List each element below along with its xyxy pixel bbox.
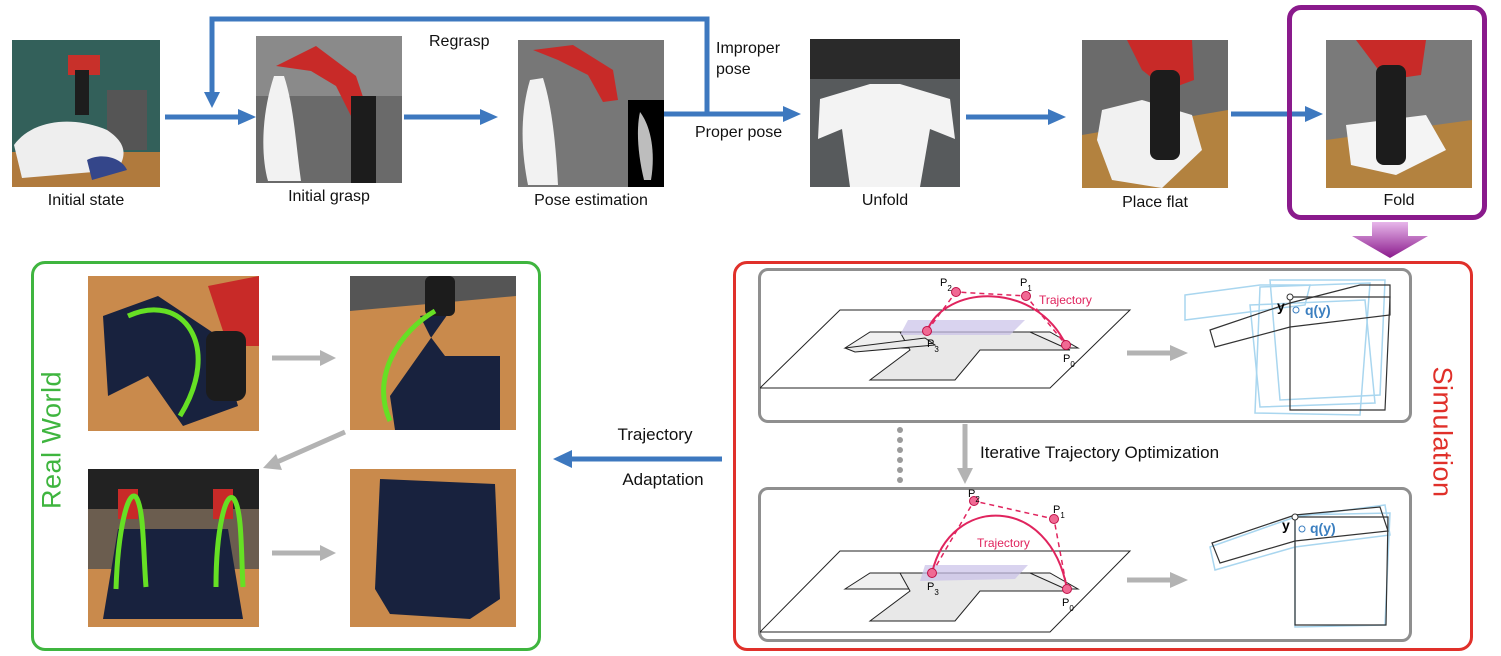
improper-pose-label-2: pose xyxy=(716,61,751,78)
unfold-photo xyxy=(810,39,960,187)
regrasp-label: Regrasp xyxy=(429,33,490,50)
simulation-title: Simulation xyxy=(1427,366,1458,498)
stage-label-initial-state: Initial state xyxy=(47,192,125,209)
stage-label-pose-estimation: Pose estimation xyxy=(534,192,648,209)
improper-pose-label-1: Improper xyxy=(716,40,781,57)
simulation-step-2 xyxy=(758,487,1412,642)
fold-photo xyxy=(1326,40,1472,188)
fold-down-arrow xyxy=(1352,222,1428,258)
real-world-photo-3 xyxy=(88,469,259,627)
real-world-photo-2 xyxy=(350,276,516,430)
stage-label-place-flat: Place flat xyxy=(1122,194,1188,211)
initial-state-photo xyxy=(12,40,160,187)
stage-label-initial-grasp: Initial grasp xyxy=(288,188,370,205)
real-world-title: Real World xyxy=(36,370,67,510)
sim1-q-label: q(y) xyxy=(1305,302,1331,318)
stage-label-fold: Fold xyxy=(1383,192,1415,209)
sim-step-2-scene: P3 P2 P1 P0 Trajectory xyxy=(760,489,1132,633)
simulation-step-1 xyxy=(758,268,1412,423)
iteration-dots xyxy=(897,427,903,483)
sim2-q-label: q(y) xyxy=(1310,520,1336,536)
sim1-p3-label: P3 xyxy=(927,338,939,354)
real-world-photo-4 xyxy=(350,469,516,627)
sim-step-1-scene: P3 P2 P1 P0 Trajectory xyxy=(760,277,1132,389)
sim2-y-label: y xyxy=(1282,517,1290,533)
sim1-p1-label: P1 xyxy=(1020,277,1032,293)
regrasp-loop-arrow xyxy=(209,16,710,112)
fold-highlight-box xyxy=(1287,5,1487,220)
sim1-y-label: y xyxy=(1277,298,1285,314)
real-world-photo-1 xyxy=(88,276,259,431)
adaptation-label-line2: Adaptation xyxy=(622,470,704,489)
sim1-p0-label: P0 xyxy=(1063,353,1075,369)
simulation-panel xyxy=(733,261,1473,651)
stage-label-unfold: Unfold xyxy=(861,192,909,209)
proper-pose-label: Proper pose xyxy=(695,124,783,141)
real-world-panel xyxy=(31,261,541,651)
sim2-trajectory-label: Trajectory xyxy=(977,536,1030,550)
simulation-title-wrap: Simulation xyxy=(1428,366,1470,497)
sim-result-1-shirt: y q(y) xyxy=(1184,279,1391,416)
real-world-title-wrap: Real World xyxy=(32,371,72,509)
adaptation-label-line1: Trajectory xyxy=(617,425,693,444)
sim2-p1-label: P1 xyxy=(1053,504,1065,520)
sim-result-2-shirt: y q(y) xyxy=(1209,504,1391,628)
sim1-trajectory-label: Trajectory xyxy=(1039,293,1092,307)
initial-grasp-photo xyxy=(256,36,402,183)
sim1-p2-label: P2 xyxy=(940,277,952,293)
sim2-p3-label: P3 xyxy=(927,581,939,597)
sim2-p0-label: P0 xyxy=(1062,597,1074,613)
iterative-optimization-label: Iterative Trajectory Optimization xyxy=(980,443,1220,462)
place-flat-photo xyxy=(1082,40,1228,188)
sim2-p2-label: P2 xyxy=(968,489,980,504)
pose-estimation-photo xyxy=(518,40,664,187)
